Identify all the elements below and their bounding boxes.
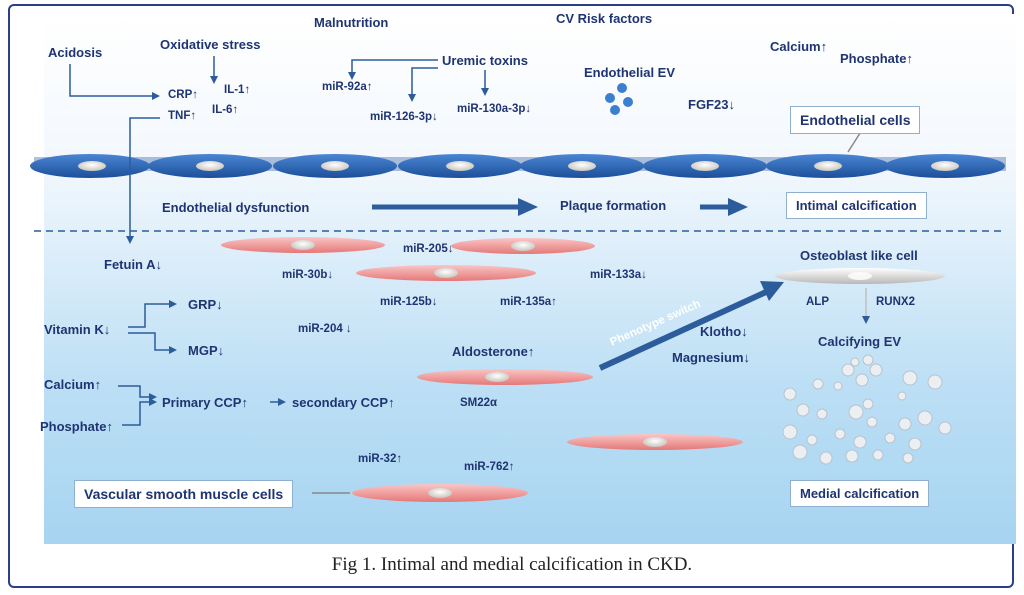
osteoblast-like-cell (775, 268, 945, 284)
il1-label: IL-1↑ (224, 84, 251, 96)
magnesium-label: Magnesium↓ (672, 350, 751, 365)
uremic-toxins-label: Uremic toxins (442, 53, 528, 68)
runx2-label: RUNX2 (876, 296, 915, 308)
plaque-formation-label: Plaque formation (560, 198, 667, 213)
mir30b-label: miR-30b↓ (282, 269, 334, 281)
sm22a-label: SM22α (460, 397, 498, 409)
oxidative-stress-label: Oxidative stress (160, 37, 261, 52)
vascular-smooth-muscle-cells-box: Vascular smooth muscle cells (74, 480, 294, 508)
crp-label: CRP↑ (168, 89, 199, 101)
mir762-label: miR-762↑ (464, 461, 515, 473)
mir32-label: miR-32↑ (358, 453, 403, 465)
connector-lines (69, 56, 870, 494)
vitamin-k-label: Vitamin K↓ (44, 322, 111, 337)
mir135a-label: miR-135a↑ (500, 296, 557, 308)
mir92a-label: miR-92a↑ (322, 81, 373, 93)
fetuin-a-label: Fetuin A↓ (104, 257, 163, 272)
endothelial-ev-dots (605, 83, 633, 115)
intimal-calcification-box: Intimal calcification (786, 192, 927, 219)
figure-caption: Fig 1. Intimal and medial calcification … (331, 554, 693, 575)
calcium-lower-label: Calcium↑ (44, 377, 102, 392)
calcifying-ev-particles (782, 354, 952, 465)
tnf-label: TNF↑ (168, 110, 197, 122)
fgf23-label: FGF23↓ (688, 97, 735, 112)
osteoblast-like-cell-label: Osteoblast like cell (800, 248, 918, 263)
endothelial-cells-box: Endothelial cells (790, 106, 921, 134)
mir133a-label: miR-133a↓ (590, 269, 647, 281)
mir204-label: miR-204 ↓ (298, 323, 352, 335)
il6-label: IL-6↑ (212, 104, 239, 116)
endothelial-ev-label: Endothelial EV (584, 65, 676, 80)
medial-calcification-box: Medial calcification (790, 480, 930, 507)
calcium-top-label: Calcium↑ (770, 39, 828, 54)
mir126-label: miR-126-3p↓ (370, 111, 438, 123)
mir125b-label: miR-125b↓ (380, 296, 438, 308)
cv-risk-factors-label: CV Risk factors (556, 11, 653, 26)
alp-label: ALP (806, 296, 829, 308)
smooth-muscle-cells (221, 237, 743, 502)
mgp-label: MGP↓ (188, 343, 225, 358)
primary-ccp-label: Primary CCP↑ (162, 395, 248, 410)
acidosis-label: Acidosis (48, 45, 103, 60)
endothelial-dysfunction-label: Endothelial dysfunction (162, 200, 310, 215)
thick-arrows (372, 198, 784, 371)
calcifying-ev-label: Calcifying EV (818, 334, 902, 349)
endothelial-cell-layer (30, 154, 1006, 178)
malnutrition-label: Malnutrition (314, 15, 389, 30)
phosphate-lower-label: Phosphate↑ (40, 419, 113, 434)
phosphate-top-label: Phosphate↑ (840, 51, 913, 66)
mir130-label: miR-130a-3p↓ (457, 103, 532, 115)
secondary-ccp-label: secondary CCP↑ (292, 395, 395, 410)
klotho-label: Klotho↓ (700, 324, 748, 339)
mir205-label: miR-205↓ (403, 243, 454, 255)
grp-label: GRP↓ (188, 297, 223, 312)
aldosterone-label: Aldosterone↑ (452, 344, 535, 359)
